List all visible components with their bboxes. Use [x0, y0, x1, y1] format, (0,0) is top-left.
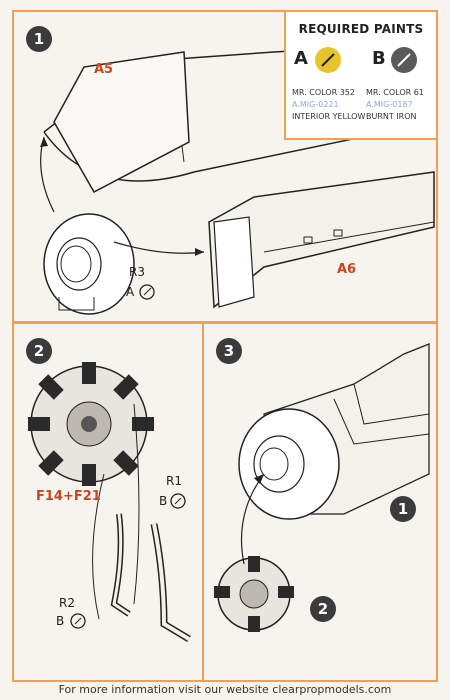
step-2-panel: 2 F14+F21 R1 B R2 B [12, 322, 204, 682]
step-1-drawing [40, 41, 435, 315]
paint-a-swatch [315, 47, 341, 73]
required-paints-title: REQUIRED PAINTS [298, 22, 424, 36]
required-paints-box: REQUIRED PAINTS A B MR. COLOR 352 A.MIG-… [284, 12, 436, 140]
paint-a-desc: INTERIOR YELLOW [292, 112, 366, 121]
step-3-drawing [214, 343, 430, 632]
r3-paint-letter: A [126, 285, 135, 299]
step-2-drawing [28, 362, 191, 643]
paint-b-swatch [391, 47, 417, 73]
part-r3-label: R3 [129, 265, 145, 279]
part-r2-label: R2 [59, 596, 75, 610]
r1-paint-letter: B [159, 494, 168, 508]
paint-b-letter: B [372, 48, 386, 69]
part-a6-label: A6 [337, 262, 357, 277]
step-2-badge: 2 [26, 338, 52, 364]
paint-b-desc: BURNT IRON [366, 112, 417, 121]
step-1-badge: 1 [26, 26, 52, 52]
callout-1-badge: 1 [390, 496, 416, 522]
step-3-panel: 3 1 2 [202, 322, 438, 682]
step-1-panel: 1 A5 A6 R3 A REQUIRED PAINTS A B MR. COL… [12, 10, 438, 323]
part-a5-label: A5 [94, 62, 114, 77]
footer-website-note: For more information visit our website c… [58, 683, 392, 696]
paint-b-name: MR. COLOR 61 [366, 88, 424, 97]
paint-a-code: A.MIG-0221 [292, 100, 339, 109]
callout-2-badge: 2 [310, 596, 336, 622]
engine-part-label: F14+F21 [36, 489, 101, 504]
paint-a-letter: A [294, 48, 308, 69]
paint-a-name: MR. COLOR 352 [292, 88, 355, 97]
part-r1-label: R1 [166, 474, 182, 488]
step-3-badge: 3 [216, 338, 242, 364]
paint-b-code: A.MIG-0187 [366, 100, 413, 109]
r2-paint-letter: B [56, 614, 65, 628]
